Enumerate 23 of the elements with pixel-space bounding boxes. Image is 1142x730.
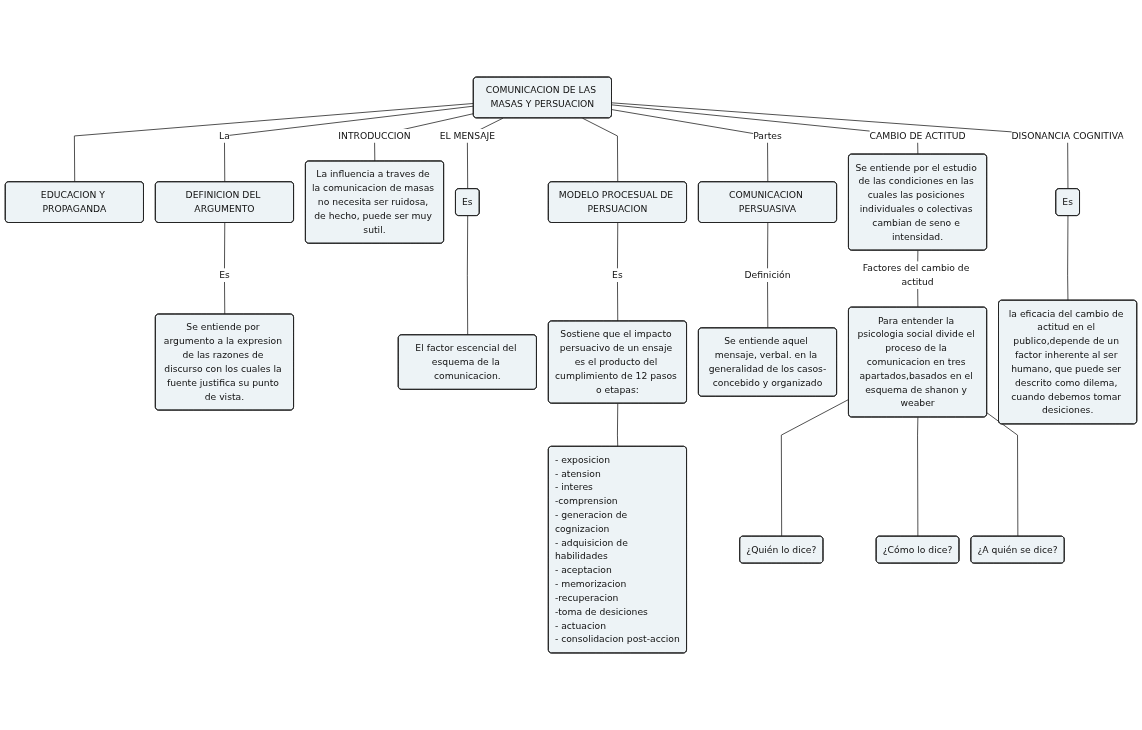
connector: [986, 412, 1019, 537]
connector: [1067, 215, 1069, 301]
connector: [617, 403, 619, 448]
connector: [780, 399, 850, 537]
connector: [466, 215, 469, 336]
connector: [611, 102, 1069, 190]
edge-label: Es: [219, 269, 230, 281]
edge-label: La: [219, 130, 230, 141]
edge-label: DISONANCIA COGNITIVA: [1011, 130, 1124, 141]
connector: [617, 222, 619, 322]
connector: [611, 104, 919, 155]
connector: [917, 416, 919, 537]
edge-label: Partes: [753, 130, 782, 141]
connector: [611, 109, 769, 183]
edge-label: Definición: [744, 269, 791, 281]
connector: [767, 222, 769, 329]
edge-label: INTRODUCCION: [338, 130, 411, 141]
edge-label: EL MENSAJE: [439, 130, 496, 141]
edge-label: Es: [612, 269, 623, 281]
connector: [582, 117, 619, 183]
connector: [224, 222, 226, 315]
edge-label: CAMBIO DE ACTITUD: [869, 130, 966, 141]
edge-label: Factores del cambio de actitud: [862, 262, 970, 287]
